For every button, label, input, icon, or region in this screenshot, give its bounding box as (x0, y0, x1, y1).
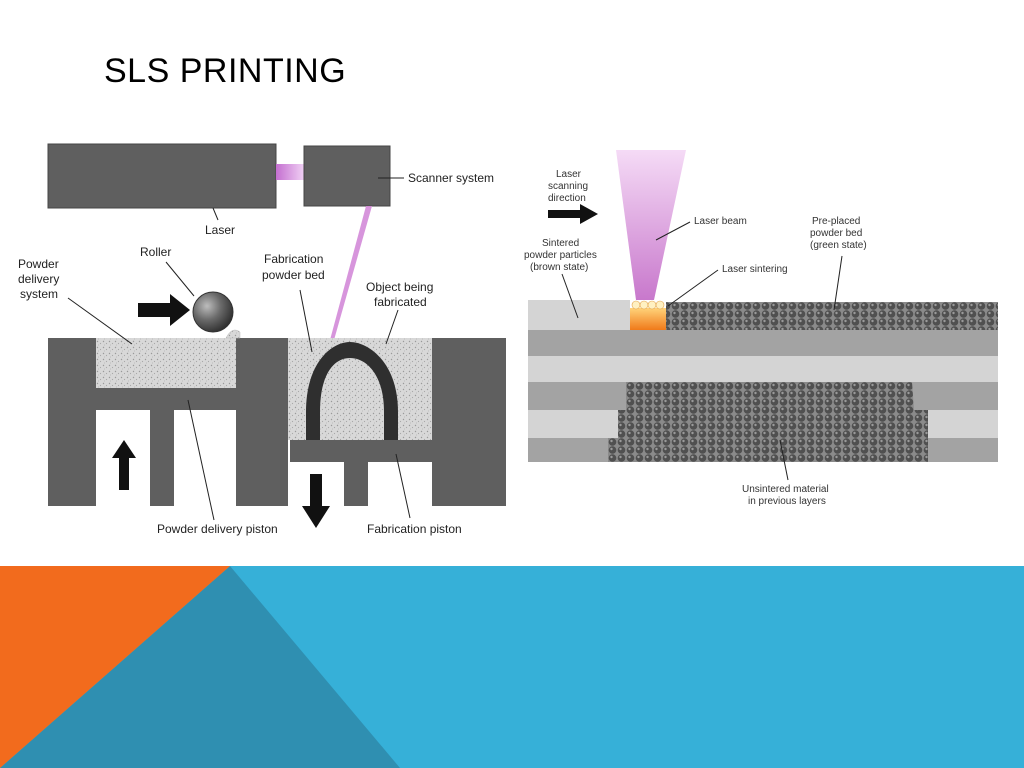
center-wall (236, 338, 288, 506)
leader-unsintered (779, 439, 789, 481)
label-roller: Roller (140, 245, 171, 259)
delivery-piston-rod (150, 410, 174, 506)
label-powder-delivery-3: system (20, 287, 58, 301)
leader-laser (212, 207, 219, 221)
leader-pre-placed (833, 255, 843, 311)
powder-heap (225, 329, 241, 339)
label-scan-direction-2: scanning (548, 181, 588, 192)
pre-placed-powder-bed (666, 302, 998, 330)
footer-teal-triangle (0, 566, 400, 768)
label-laser: Laser (205, 223, 235, 237)
delivery-powder (96, 338, 236, 388)
label-object-2: fabricated (374, 295, 427, 309)
footer-decoration (0, 566, 1024, 768)
left-wall (48, 338, 96, 506)
label-unsintered-1: Unsintered material (742, 484, 829, 495)
layer-top-sintered (528, 300, 630, 330)
label-pre-placed-2: powder bed (810, 228, 862, 239)
slide-title: SLS PRINTING (104, 52, 347, 90)
unsintered-material (608, 382, 928, 462)
up-arrow-icon (112, 440, 136, 490)
laser-beam-cone (616, 150, 686, 300)
leader-delivery (67, 297, 133, 345)
label-pre-placed-1: Pre-placed (812, 216, 860, 227)
fabrication-piston-rod (344, 462, 368, 506)
sinter-particle (631, 300, 641, 310)
sinter-particle (655, 300, 665, 310)
label-powder-delivery-1: Powder (18, 257, 59, 271)
label-powder-delivery-piston: Powder delivery piston (157, 522, 278, 536)
label-sintered-2: powder particles (524, 250, 597, 261)
leader-delivery-piston (187, 399, 215, 521)
right-wall (432, 338, 506, 506)
label-scanner-system: Scanner system (408, 171, 494, 185)
laser-beam-down (330, 206, 372, 340)
label-scan-direction-3: direction (548, 193, 586, 204)
label-laser-sintering: Laser sintering (722, 264, 788, 275)
label-fabrication-powder-bed-2: powder bed (262, 268, 325, 282)
layer-2 (528, 356, 998, 382)
footer-orange-triangle (0, 566, 230, 768)
label-fabrication-powder-bed-1: Fabrication (264, 252, 323, 266)
delivery-piston-plate (96, 388, 236, 410)
right-arrow-icon (138, 294, 190, 326)
label-sintered-3: (brown state) (530, 262, 588, 273)
label-object-1: Object being (366, 280, 433, 294)
leader-object (385, 309, 399, 345)
label-laser-beam: Laser beam (694, 216, 747, 227)
roller (192, 291, 234, 333)
laser-sintering-spot (630, 308, 666, 330)
sls-machine-diagram: Scanner system Laser Roller Fabrication … (18, 143, 506, 536)
label-pre-placed-3: (green state) (810, 240, 867, 251)
label-sintered-1: Sintered (542, 238, 579, 249)
leader-laser-sintering (667, 269, 719, 307)
laser-unit (47, 143, 277, 209)
fabrication-piston-plate (290, 440, 432, 462)
label-scan-direction-1: Laser (556, 169, 582, 180)
sintering-detail-diagram: Laser scanning direction Laser beam Pre-… (524, 150, 998, 507)
leader-sintered (561, 273, 579, 319)
sinter-particle (647, 300, 657, 310)
leader-roller (165, 261, 195, 297)
leader-fab-bed (299, 289, 313, 353)
layer-1 (528, 330, 998, 356)
leader-laser-beam (655, 221, 691, 241)
sinter-particle (639, 300, 649, 310)
label-fabrication-piston: Fabrication piston (367, 522, 462, 536)
scanner-unit (303, 145, 391, 207)
delivery-chamber-space-r (174, 410, 236, 506)
label-unsintered-2: in previous layers (748, 496, 826, 507)
leader-fab-piston (395, 453, 411, 519)
fabricated-object (306, 342, 398, 440)
scan-direction-arrow-icon (548, 204, 598, 224)
label-powder-delivery-2: delivery (18, 272, 59, 286)
laser-beam-horizontal (276, 164, 304, 180)
down-arrow-icon (302, 474, 330, 528)
